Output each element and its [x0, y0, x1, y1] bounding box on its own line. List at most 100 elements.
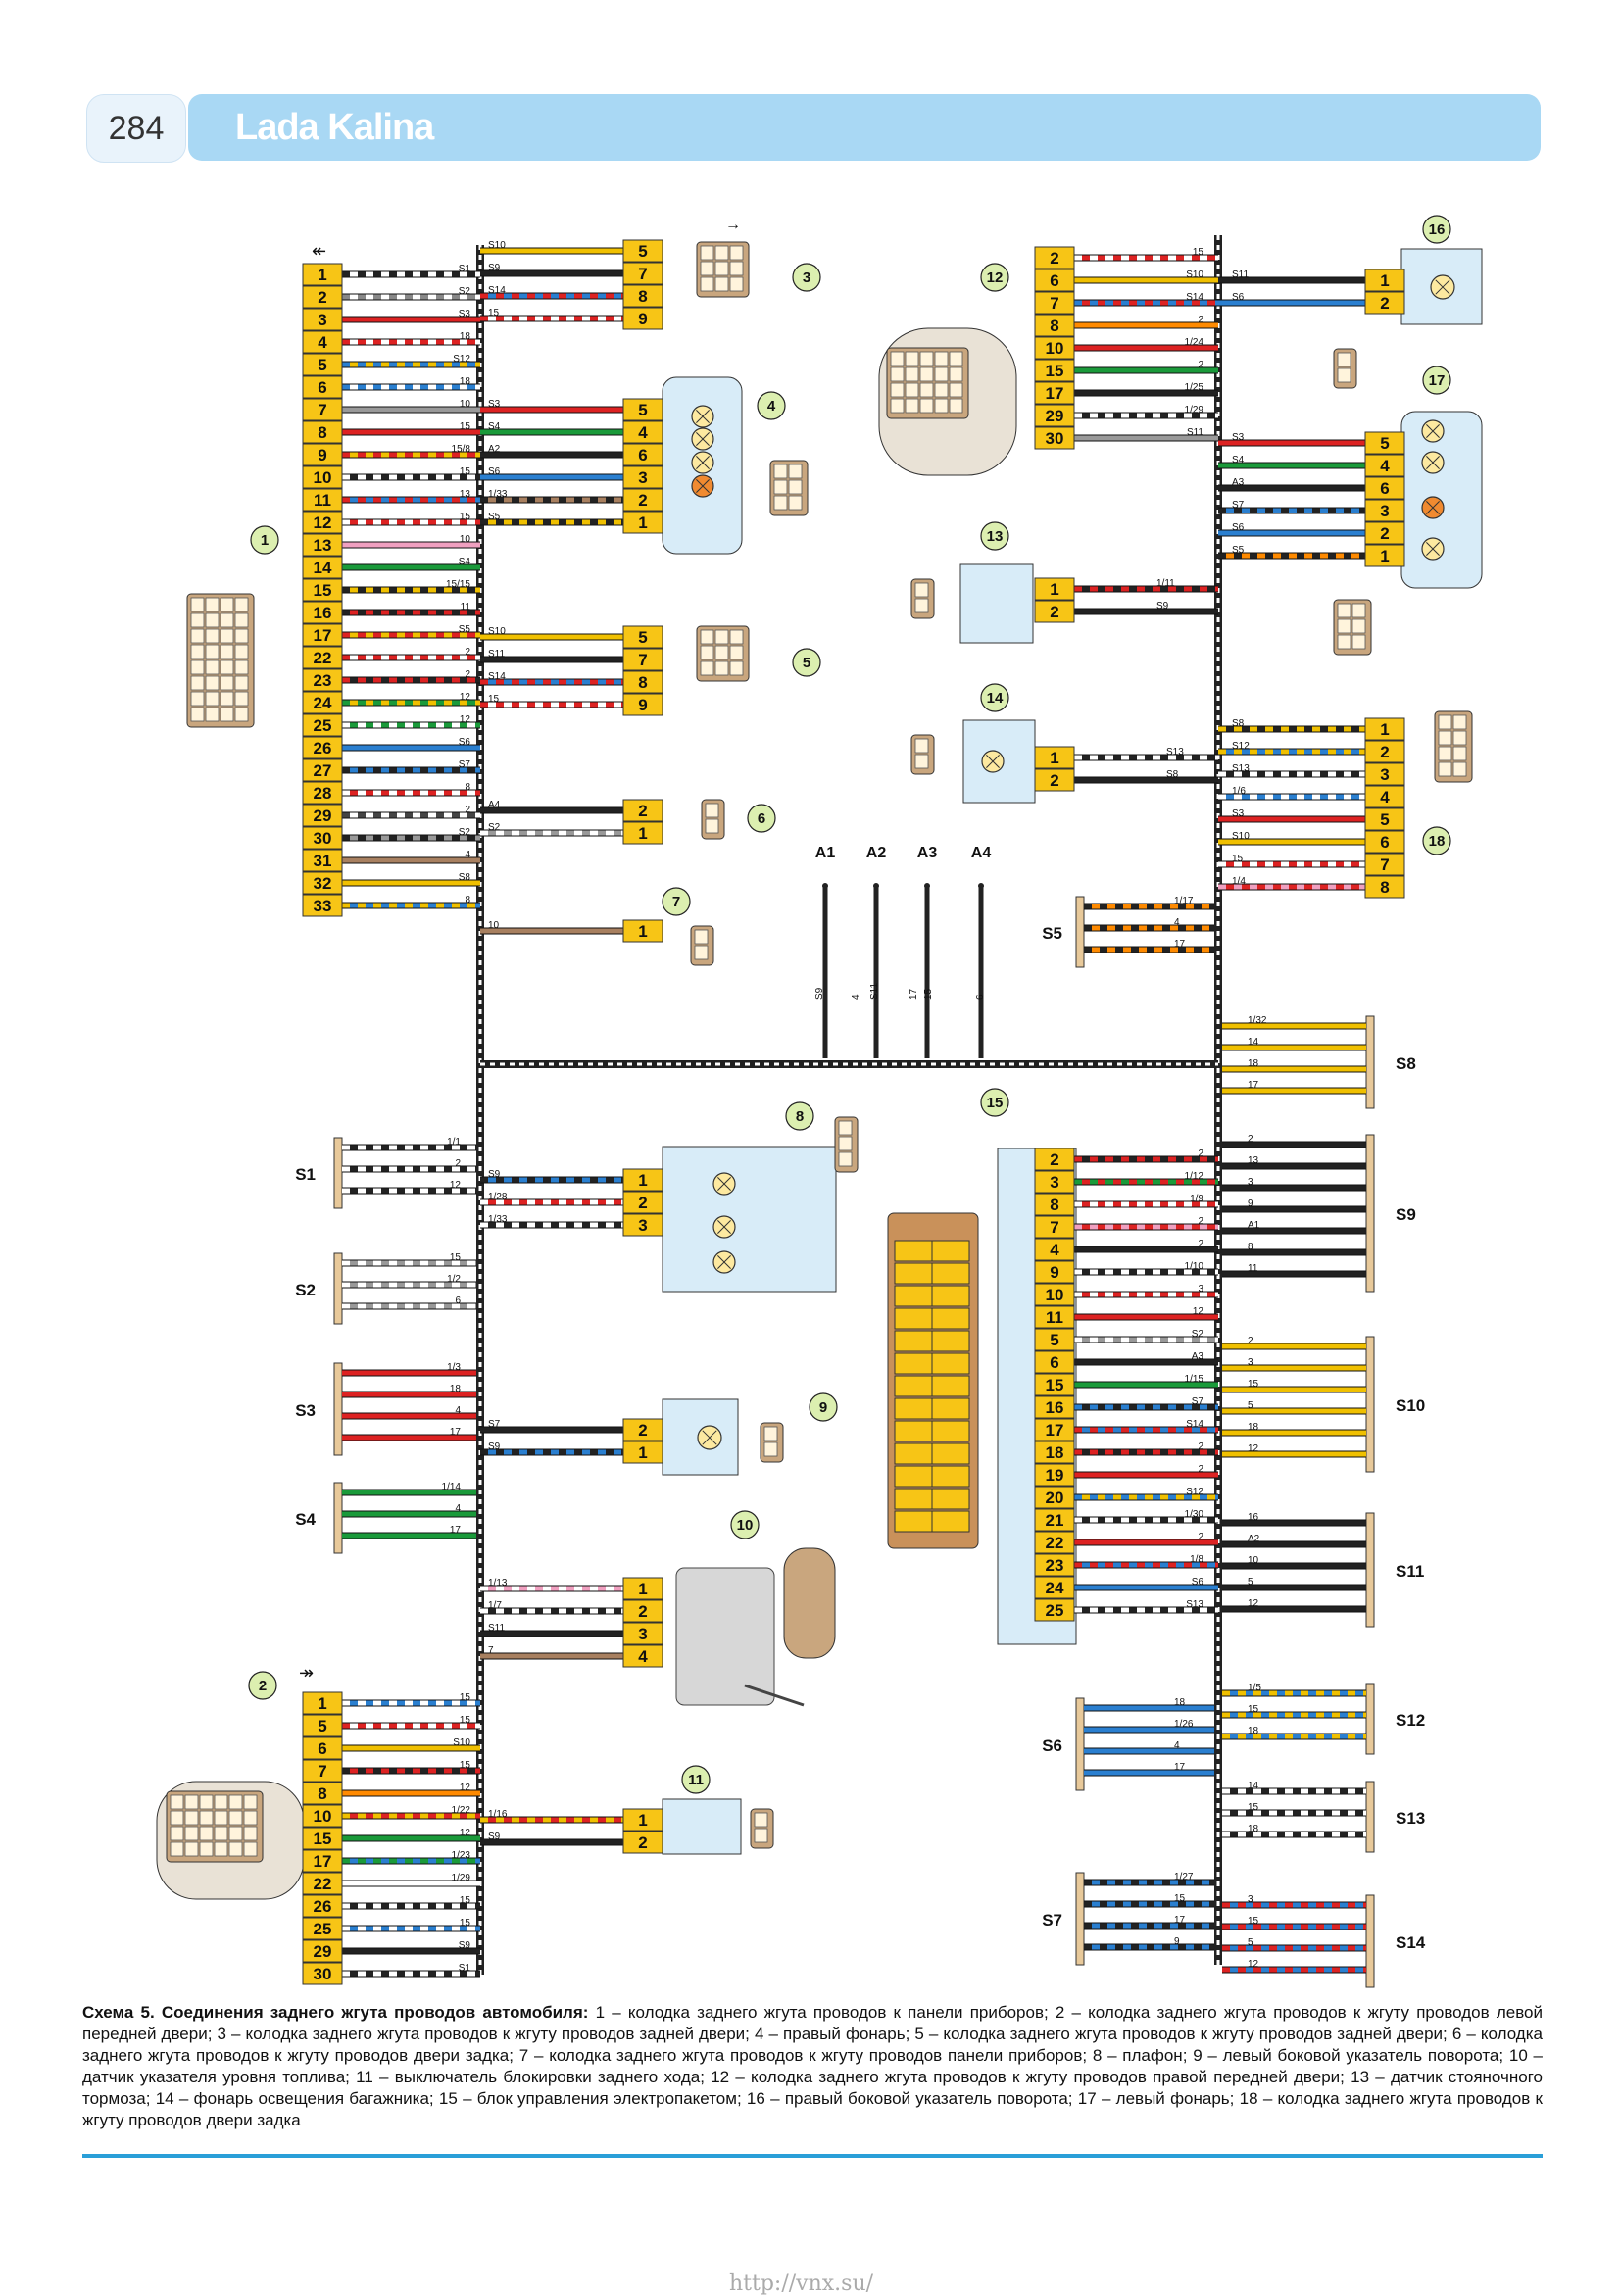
splice-wire-label: 16	[1248, 1512, 1259, 1523]
connector-2-pin: 17	[314, 1852, 332, 1871]
plug-cavity	[1337, 634, 1351, 650]
plug-cavity	[894, 1262, 933, 1285]
connector-12-pin: 15	[1046, 362, 1064, 380]
plug-cavity	[729, 660, 744, 676]
splice-wire-label: 18	[450, 1384, 462, 1394]
connector-15-wire-label: 2	[1198, 1532, 1203, 1542]
component-marker	[792, 263, 821, 292]
connector-18-pin: 6	[1380, 833, 1389, 852]
plug-cavity	[894, 1488, 933, 1510]
plug-cavity	[905, 398, 919, 414]
connector-1-wire-label: 12	[460, 692, 471, 703]
connector-15-wire-label: A3	[1192, 1351, 1204, 1362]
pin-box	[622, 307, 663, 330]
splice-wire-label: 1/1	[447, 1137, 461, 1148]
connector4-wire-label: S6	[488, 466, 501, 477]
caption-divider	[82, 2154, 1543, 2158]
component-number: 2	[259, 1678, 267, 1694]
plug-cavity	[205, 612, 220, 628]
plug-cavity	[1438, 746, 1452, 761]
splice-wire-label: 15	[1248, 1379, 1259, 1390]
splice-wire-label: 5	[1248, 1577, 1253, 1588]
connector-14-pin: 1	[1050, 749, 1058, 767]
component-marker	[785, 1101, 814, 1131]
connector-1-wire-label: S2	[459, 286, 471, 297]
lamp-cross	[696, 432, 710, 446]
pin-box	[1364, 830, 1405, 854]
component-number: 13	[987, 528, 1004, 545]
splice-label: S12	[1396, 1711, 1425, 1730]
plug-cavity	[773, 479, 788, 495]
plug-cavity	[919, 398, 934, 414]
pin-box	[302, 668, 343, 692]
pin-box	[1034, 1215, 1075, 1239]
pin-box	[1034, 359, 1075, 382]
plug-cavity	[234, 644, 249, 659]
pin-box	[1034, 1418, 1075, 1441]
connector-1-pin: 23	[314, 671, 332, 690]
connector-18-wire-label: S3	[1232, 808, 1245, 819]
pin-box	[302, 556, 343, 579]
connector5-pin: 9	[638, 696, 647, 714]
connector-12-pin: 8	[1050, 317, 1058, 335]
plug-cavity	[894, 1397, 933, 1420]
splice-wire-label: 15	[1248, 1916, 1259, 1927]
connector-15-wire-label: 2	[1198, 1216, 1203, 1227]
pin-box	[302, 691, 343, 714]
splice-wire-label: 5	[1248, 1937, 1253, 1948]
pin-box	[622, 821, 663, 845]
splice-wire-label: 12	[1248, 1598, 1259, 1609]
pin-box	[1364, 521, 1405, 545]
connector-1-wire-label: S2	[459, 827, 471, 838]
connector-18-wire-label: 15	[1232, 854, 1244, 864]
pin-box	[1034, 381, 1075, 405]
connector-15-pin: 17	[1046, 1421, 1064, 1440]
page-title: Lada Kalina	[235, 107, 434, 148]
connector-15-wire-label: S13	[1186, 1599, 1203, 1610]
plug-cavity	[773, 464, 788, 479]
splice-label: S6	[1042, 1736, 1062, 1755]
component-number: 18	[1429, 833, 1446, 850]
pin-box	[302, 330, 343, 354]
plug-cavity	[205, 707, 220, 722]
pin-box	[1034, 1553, 1075, 1577]
caption-lead: Схема 5. Соединения заднего жгута провод…	[82, 2003, 589, 2022]
connector9-wire-label: S9	[488, 1441, 501, 1452]
splice-wire-label: 17	[1174, 1762, 1186, 1773]
pin-box	[622, 648, 663, 671]
plug-cavity	[931, 1465, 970, 1488]
splice-wire-label: 1/32	[1248, 1015, 1267, 1026]
connector-2-pin: 1	[318, 1694, 326, 1713]
plug-cavity	[919, 351, 934, 366]
connector-13-pin: 1	[1050, 580, 1058, 599]
component-marker	[980, 683, 1009, 712]
connector10-wire-label: S11	[488, 1623, 505, 1634]
pin-box	[302, 533, 343, 557]
fuel-float-arm	[744, 1684, 805, 1707]
splice-wire-label: 15	[450, 1252, 462, 1263]
connector-2-pin: 7	[318, 1762, 326, 1781]
connector-1-pin: 7	[318, 401, 326, 419]
component-marker	[250, 525, 279, 555]
ground-point-label: A2	[866, 845, 887, 861]
pin-box	[302, 578, 343, 602]
splice-wire-label: 12	[1248, 1443, 1259, 1454]
connector-14-wire-label: S13	[1166, 747, 1184, 757]
connector3-pin: 9	[638, 310, 647, 328]
connector10-pin: 3	[638, 1625, 647, 1643]
lamp-cross	[717, 1255, 731, 1269]
plug-cavity	[243, 1826, 258, 1841]
connector4-wire-label: 1/33	[488, 489, 508, 500]
connector9-pin: 1	[638, 1443, 647, 1462]
plug-cavity	[220, 612, 234, 628]
splice-wire-label: 14	[1248, 1037, 1259, 1048]
plug-cavity	[894, 1330, 933, 1352]
connector-1-pin: 22	[314, 649, 332, 667]
splice-wire-label: 17	[1248, 1080, 1259, 1091]
component-number: 11	[688, 1772, 704, 1788]
component-marker	[1422, 366, 1451, 395]
connector-15-pin: 23	[1046, 1556, 1064, 1575]
connector-12-pin: 2	[1050, 249, 1058, 268]
splice-bar	[333, 1252, 343, 1325]
splice-wire-label: 17	[450, 1427, 462, 1438]
